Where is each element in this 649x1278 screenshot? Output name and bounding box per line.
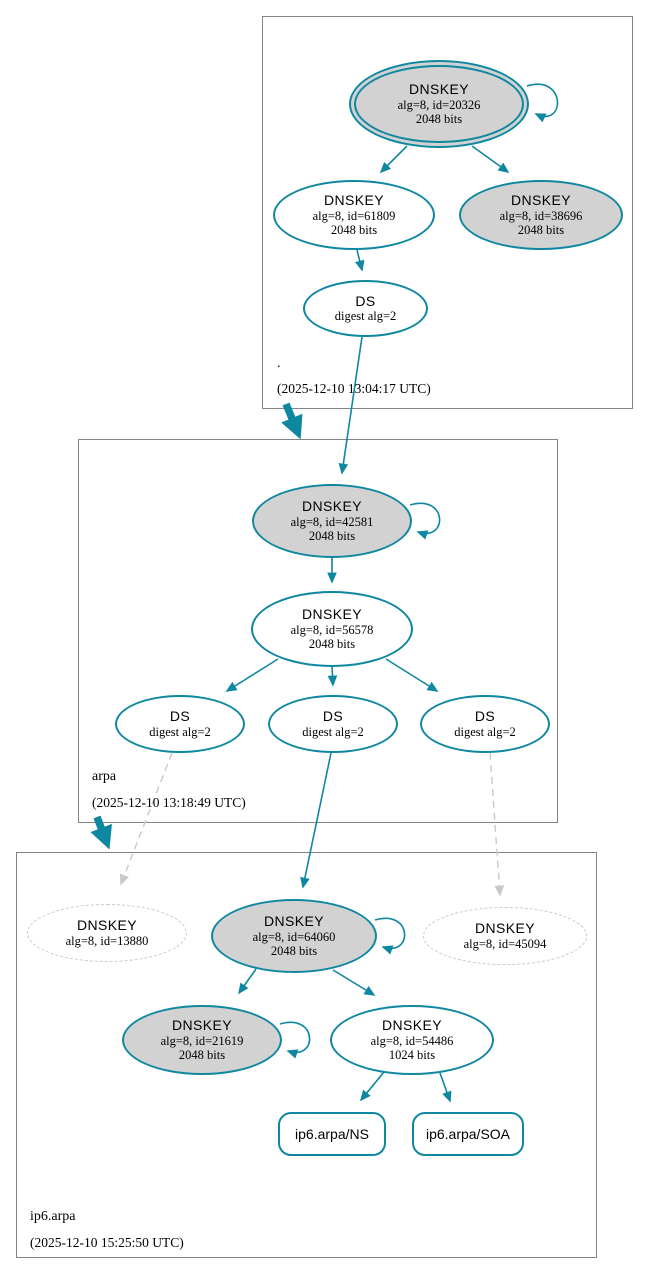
node-rrset-ip6-arpa-soa[interactable]: ip6.arpa/SOA bbox=[412, 1112, 524, 1156]
node-detail: alg=8, id=42581 bbox=[290, 514, 374, 529]
edge-arpa-ds-to-ip6-key-13880-dashed bbox=[119, 752, 173, 886]
node-detail: alg=8, id=56578 bbox=[290, 622, 374, 637]
edge-arpa-ksk-self-sign bbox=[409, 502, 441, 540]
node-detail: alg=8, id=54486 bbox=[370, 1033, 454, 1048]
node-title: DS bbox=[355, 292, 376, 309]
node-title: DNSKEY bbox=[302, 606, 362, 623]
node-dnskey-54486[interactable]: DNSKEY alg=8, id=54486 1024 bits bbox=[330, 1005, 494, 1075]
node-detail: 2048 bits bbox=[270, 943, 318, 958]
node-detail: digest alg=2 bbox=[302, 724, 364, 739]
edge-arpa-ds-to-ip6-key-45094-dashed bbox=[489, 752, 505, 897]
edge-arpa-zsk-to-ds-right bbox=[385, 658, 439, 692]
node-title: DS bbox=[474, 708, 496, 725]
edge-arpa-ds-to-ip6-ksk bbox=[300, 752, 332, 889]
zone-box-ip6-arpa bbox=[16, 852, 597, 1258]
node-detail: alg=8, id=45094 bbox=[463, 936, 547, 951]
node-detail: digest alg=2 bbox=[334, 309, 397, 324]
edge-ip6-zsk-to-ns bbox=[359, 1071, 385, 1102]
edge-root-ksk-to-zsk bbox=[379, 145, 408, 174]
node-detail: 1024 bits bbox=[388, 1047, 436, 1062]
node-ds-arpa-right[interactable]: DS digest alg=2 bbox=[420, 695, 550, 753]
zone-label-root: . bbox=[277, 356, 281, 371]
node-detail: alg=8, id=20326 bbox=[397, 97, 481, 112]
node-dnskey-64060[interactable]: DNSKEY alg=8, id=64060 2048 bits bbox=[211, 899, 377, 973]
edge-ip6-ksk-to-zsk bbox=[332, 969, 376, 996]
node-title: DNSKEY bbox=[475, 920, 535, 937]
edge-root-ksk-to-pub bbox=[471, 145, 510, 173]
node-title: DNSKEY bbox=[382, 1017, 442, 1034]
node-dnskey-38696[interactable]: DNSKEY alg=8, id=38696 2048 bits bbox=[459, 180, 623, 250]
node-dnskey-42581[interactable]: DNSKEY alg=8, id=42581 2048 bits bbox=[252, 484, 412, 558]
node-title: DNSKEY bbox=[172, 1017, 232, 1034]
zone-box-arpa bbox=[78, 439, 558, 823]
node-title: DNSKEY bbox=[77, 917, 137, 934]
zone-label-arpa: arpa bbox=[92, 769, 117, 784]
node-ds-root[interactable]: DS digest alg=2 bbox=[303, 280, 428, 337]
node-detail: alg=8, id=21619 bbox=[160, 1033, 244, 1048]
node-title: DNSKEY bbox=[511, 192, 571, 209]
node-title: DS bbox=[322, 708, 344, 725]
node-dnskey-56578[interactable]: DNSKEY alg=8, id=56578 2048 bits bbox=[251, 591, 413, 667]
node-detail: 2048 bits bbox=[178, 1047, 226, 1062]
edge-delegation-arpa-to-ip6 bbox=[90, 815, 112, 850]
node-detail: alg=8, id=13880 bbox=[65, 933, 149, 948]
node-detail: alg=8, id=64060 bbox=[252, 929, 336, 944]
node-dnskey-45094-unsigned[interactable]: DNSKEY alg=8, id=45094 bbox=[423, 907, 587, 965]
edge-root-ksk-self-sign bbox=[526, 83, 559, 123]
node-detail: digest alg=2 bbox=[149, 724, 211, 739]
node-title: DS bbox=[169, 708, 191, 725]
node-title: DNSKEY bbox=[302, 498, 362, 515]
rrset-label: ip6.arpa/SOA bbox=[425, 1126, 511, 1142]
node-title: DNSKEY bbox=[264, 913, 324, 930]
node-detail: alg=8, id=61809 bbox=[312, 208, 396, 223]
node-rrset-ip6-arpa-ns[interactable]: ip6.arpa/NS bbox=[278, 1112, 386, 1156]
node-dnskey-13880-unsigned[interactable]: DNSKEY alg=8, id=13880 bbox=[27, 904, 187, 962]
node-detail: 2048 bits bbox=[308, 636, 356, 651]
edge-ip6-key-21619-self-sign bbox=[279, 1021, 311, 1059]
node-detail: 2048 bits bbox=[330, 222, 378, 237]
node-ds-arpa-mid[interactable]: DS digest alg=2 bbox=[268, 695, 398, 753]
zone-timestamp-ip6-arpa: (2025-12-10 15:25:50 UTC) bbox=[30, 1235, 184, 1250]
zone-box-root bbox=[262, 16, 633, 409]
edge-ip6-ksk-to-key-21619 bbox=[238, 968, 257, 995]
rrset-label: ip6.arpa/NS bbox=[295, 1126, 369, 1142]
node-detail: 2048 bits bbox=[517, 222, 565, 237]
edge-ip6-ksk-self-sign bbox=[374, 917, 406, 955]
edge-root-ds-to-arpa-ksk bbox=[338, 336, 363, 475]
edge-ip6-zsk-to-soa bbox=[439, 1072, 452, 1103]
node-ds-arpa-left[interactable]: DS digest alg=2 bbox=[115, 695, 245, 753]
node-detail: alg=8, id=38696 bbox=[499, 208, 583, 223]
zone-timestamp-root: (2025-12-10 13:04:17 UTC) bbox=[277, 381, 431, 396]
node-dnskey-21619[interactable]: DNSKEY alg=8, id=21619 2048 bits bbox=[122, 1005, 282, 1075]
edge-arpa-zsk-to-ds-left bbox=[225, 658, 279, 692]
zone-timestamp-arpa: (2025-12-10 13:18:49 UTC) bbox=[92, 795, 246, 810]
edge-root-zsk-to-ds bbox=[355, 249, 365, 272]
node-title: DNSKEY bbox=[324, 192, 384, 209]
node-dnskey-20326-trust-anchor[interactable]: DNSKEY alg=8, id=20326 2048 bits bbox=[349, 60, 529, 148]
node-title: DNSKEY bbox=[409, 81, 469, 98]
node-detail: 2048 bits bbox=[308, 528, 356, 543]
edge-delegation-root-to-arpa bbox=[281, 402, 303, 440]
node-detail: digest alg=2 bbox=[454, 724, 516, 739]
edge-arpa-zsk-to-ds-mid bbox=[327, 666, 338, 687]
node-detail: 2048 bits bbox=[415, 111, 463, 126]
node-dnskey-61809[interactable]: DNSKEY alg=8, id=61809 2048 bits bbox=[273, 180, 435, 250]
zone-label-ip6-arpa: ip6.arpa bbox=[30, 1209, 76, 1224]
